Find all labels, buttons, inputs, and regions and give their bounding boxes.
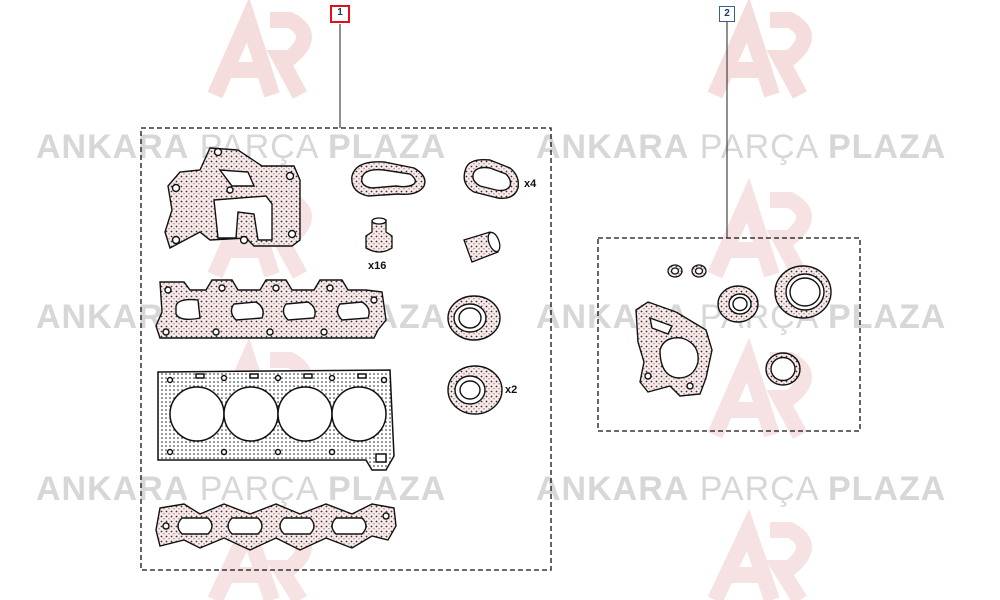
crankshaft-seal <box>717 285 759 323</box>
callout-1[interactable]: 1 <box>330 5 350 23</box>
valve-cover-gasket <box>155 279 387 339</box>
qty-valve-seal: x16 <box>368 260 387 272</box>
exhaust-manifold-gasket <box>155 503 397 551</box>
water-pump-gasket <box>635 301 713 397</box>
intake-ring-gasket <box>463 158 520 199</box>
large-seal <box>774 265 832 319</box>
plain-o-ring <box>765 352 801 386</box>
qty-intake-ring: x4 <box>524 178 537 190</box>
camshaft-seal <box>447 295 501 341</box>
watermark-logo <box>707 0 812 99</box>
watermark-logo <box>207 0 312 99</box>
o-ring-small-1 <box>667 264 683 278</box>
head-gasket <box>157 369 395 471</box>
callout-2[interactable]: 2 <box>719 6 735 22</box>
oil-seal <box>447 365 503 415</box>
intake-oval-gasket <box>351 161 426 197</box>
o-ring-small-2 <box>691 264 707 278</box>
watermark-logo <box>707 508 812 600</box>
kit-box-2 <box>597 237 861 432</box>
kit-box-1 <box>140 127 552 571</box>
small-sleeve <box>463 231 501 263</box>
timing-cover-gasket <box>164 147 301 250</box>
qty-seal-ring: x2 <box>505 384 518 396</box>
valve-stem-seal <box>365 217 393 253</box>
